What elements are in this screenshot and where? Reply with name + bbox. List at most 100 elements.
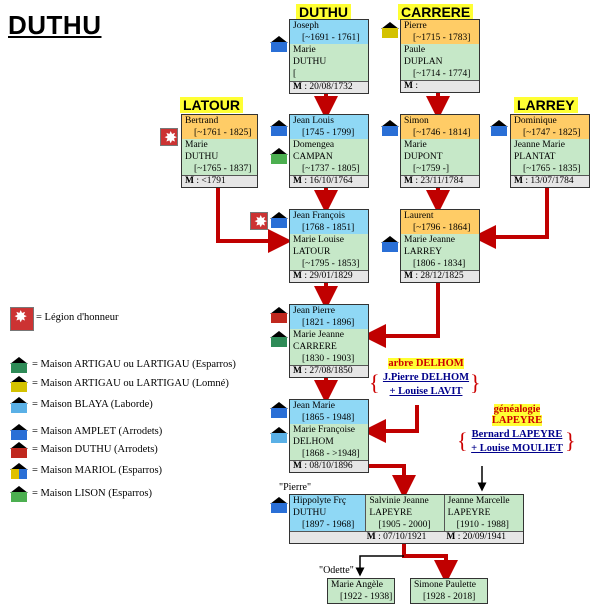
woman-surname: DUTHU <box>185 152 219 162</box>
legend-text: = Maison BLAYA (Laborde) <box>32 399 153 410</box>
woman-name: Marie <box>404 140 427 150</box>
woman-dates: ~1795 - 1853 <box>290 259 368 270</box>
house-amplet-icon <box>270 212 288 228</box>
woman-name: Jeanne Marie <box>514 140 565 150</box>
house-artigau-lomne-icon <box>10 376 28 392</box>
simone-dates: 1928 - 2018 <box>411 592 487 603</box>
couple-box-laurent: Laurent ~1796 - 1864 Marie Jeanne LARREY… <box>400 209 480 283</box>
man-dates: ~1691 - 1761 <box>290 33 368 44</box>
legend-text: = Légion d'honneur <box>36 312 119 323</box>
man-dates: 1768 - 1851 <box>290 223 368 234</box>
marriage-date: : <1791 <box>196 176 226 186</box>
arrow-dominique-laurent <box>472 186 549 249</box>
legend-text: = Maison AMPLET (Arrodets) <box>32 426 163 437</box>
marriage-row: M : 23/11/1784 <box>401 175 479 187</box>
person-box-simone: Simone Paulette 1928 - 2018 <box>410 578 488 604</box>
lapeyre-link-line1[interactable]: Bernard LAPEYRE <box>471 429 563 440</box>
house-blaya-icon <box>270 427 288 443</box>
man-name: Jean Marie <box>293 401 335 411</box>
marriage-date: : <box>415 81 418 91</box>
person-box-marie-angele: Marie Angèle 1922 - 1938 <box>327 578 395 604</box>
man-dates: ~1715 - 1783 <box>401 33 479 44</box>
house-amplet-icon <box>270 120 288 136</box>
man-dates: ~1796 - 1864 <box>401 223 479 234</box>
delhom-brace-left: { <box>369 370 380 395</box>
man-name: Jean Pierre <box>293 306 335 316</box>
woman-surname: CARRERE <box>293 342 337 352</box>
family-label-latour: LATOUR <box>180 97 244 113</box>
woman-surname: DUPLAN <box>404 57 443 67</box>
woman-surname: DUPONT <box>404 152 443 162</box>
marriage-row: M : 08/10/1896 <box>290 460 368 472</box>
house-lison-icon <box>10 486 28 502</box>
delhom-link-line1[interactable]: J.Pierre DELHOM <box>382 372 470 383</box>
marriage-date: : 27/08/1850 <box>304 366 353 376</box>
house-amplet-icon <box>270 402 288 418</box>
legion-honneur-icon <box>250 212 268 232</box>
lapeyre-link-line2[interactable]: + Louise MOULIET <box>471 443 563 454</box>
couple-box-simon: Simon ~1746 - 1814 Marie DUPONT ~1759 - … <box>400 114 480 188</box>
marriage-label: M <box>293 366 302 376</box>
house-amplet-icon <box>270 497 288 513</box>
jeanne-marcelle-dates: 1910 - 1988 <box>445 520 523 531</box>
house-amplet-icon <box>490 120 508 136</box>
man-dates: ~1746 - 1814 <box>401 128 479 139</box>
man-dates: 1745 - 1799 <box>290 128 368 139</box>
marriage-row: M : 28/12/1825 <box>401 270 479 282</box>
woman-dates: 1868 - >1948 <box>290 449 368 460</box>
page-title: DUTHU <box>8 10 102 40</box>
legend-text: = Maison MARIOL (Esparros) <box>32 465 163 476</box>
marriage-row: M : 13/07/1784 <box>511 175 589 187</box>
arrow-salvinie-marieangele <box>355 555 404 577</box>
woman-name: Marie Jeanne <box>293 330 344 340</box>
man-name: Jean François <box>293 211 345 221</box>
lapeyre-tree-link: généalogie LAPEYRE Bernard LAPEYRE + Lou… <box>462 404 572 456</box>
salvinie-name: Salvinie Jeanne <box>369 496 429 506</box>
woman-dates: 1830 - 1903 <box>290 354 368 365</box>
hippolyte-name: Hippolyte Frç <box>293 496 347 506</box>
legion-honneur-icon <box>160 128 178 148</box>
delhom-link-line2[interactable]: + Louise LAVIT <box>389 386 463 397</box>
house-blaya-icon <box>10 397 28 413</box>
marriage-row: M : 29/01/1829 <box>290 270 368 282</box>
woman-surname: PLANTAT <box>514 152 556 162</box>
house-artigau-esparros-icon <box>270 331 288 347</box>
marriage-date-1921: : 07/10/1921 <box>378 532 427 542</box>
marriage-label: M <box>185 176 194 186</box>
woman-dates: ~1714 - 1774 <box>401 69 479 80</box>
marriage-label: M <box>446 532 456 542</box>
marriage-date: : 23/11/1784 <box>415 176 464 186</box>
family-label-larrey: LARREY <box>514 97 578 113</box>
woman-surname: DUTHU <box>293 57 327 67</box>
couple-box-bottom: Hippolyte Frç DUTHU 1897 - 1968 Salvinie… <box>289 494 524 544</box>
salvinie-surname: LAPEYRE <box>369 508 413 518</box>
woman-dates: ~1765 - 1837 <box>182 164 257 175</box>
family-label-carrere: CARRERE <box>398 4 474 20</box>
hippolyte-surname: DUTHU <box>293 508 327 518</box>
marriage-date: : 08/10/1896 <box>304 461 353 471</box>
marriage-row: M : 20/08/1732 <box>290 81 368 93</box>
house-duthu-icon <box>10 442 28 458</box>
woman-dates: ~1737 - 1805 <box>290 164 368 175</box>
house-artigau-esparros-icon <box>10 357 28 373</box>
woman-surname: CAMPAN <box>293 152 333 162</box>
lapeyre-brace-right: } <box>565 428 576 453</box>
marie-angele-dates: 1922 - 1938 <box>328 592 394 603</box>
marriage-row: M : 16/10/1764 <box>290 175 368 187</box>
man-name: Bertrand <box>185 116 219 126</box>
marriage-label: M <box>293 176 302 186</box>
woman-dates: ~1765 - 1835 <box>511 164 589 175</box>
couple-box-jeanlouis: Jean Louis 1745 - 1799 Domengea CAMPAN ~… <box>289 114 369 188</box>
marriage-label: M <box>404 176 413 186</box>
woman-name: Marie Françoise <box>293 425 355 435</box>
legend-text: = Maison LISON (Esparros) <box>32 488 152 499</box>
man-dates: 1821 - 1896 <box>290 318 368 329</box>
marriage-label: M <box>293 82 302 92</box>
jeanne-marcelle-name: Jeanne Marcelle <box>447 496 510 506</box>
lapeyre-tree-label-1: généalogie <box>493 404 541 415</box>
woman-name: Marie Louise <box>293 235 344 245</box>
woman-surname: DELHOM <box>293 437 334 447</box>
couple-box-jeanpierre: Jean Pierre 1821 - 1896 Marie Jeanne CAR… <box>289 304 369 378</box>
woman-name: Marie Jeanne <box>404 235 455 245</box>
